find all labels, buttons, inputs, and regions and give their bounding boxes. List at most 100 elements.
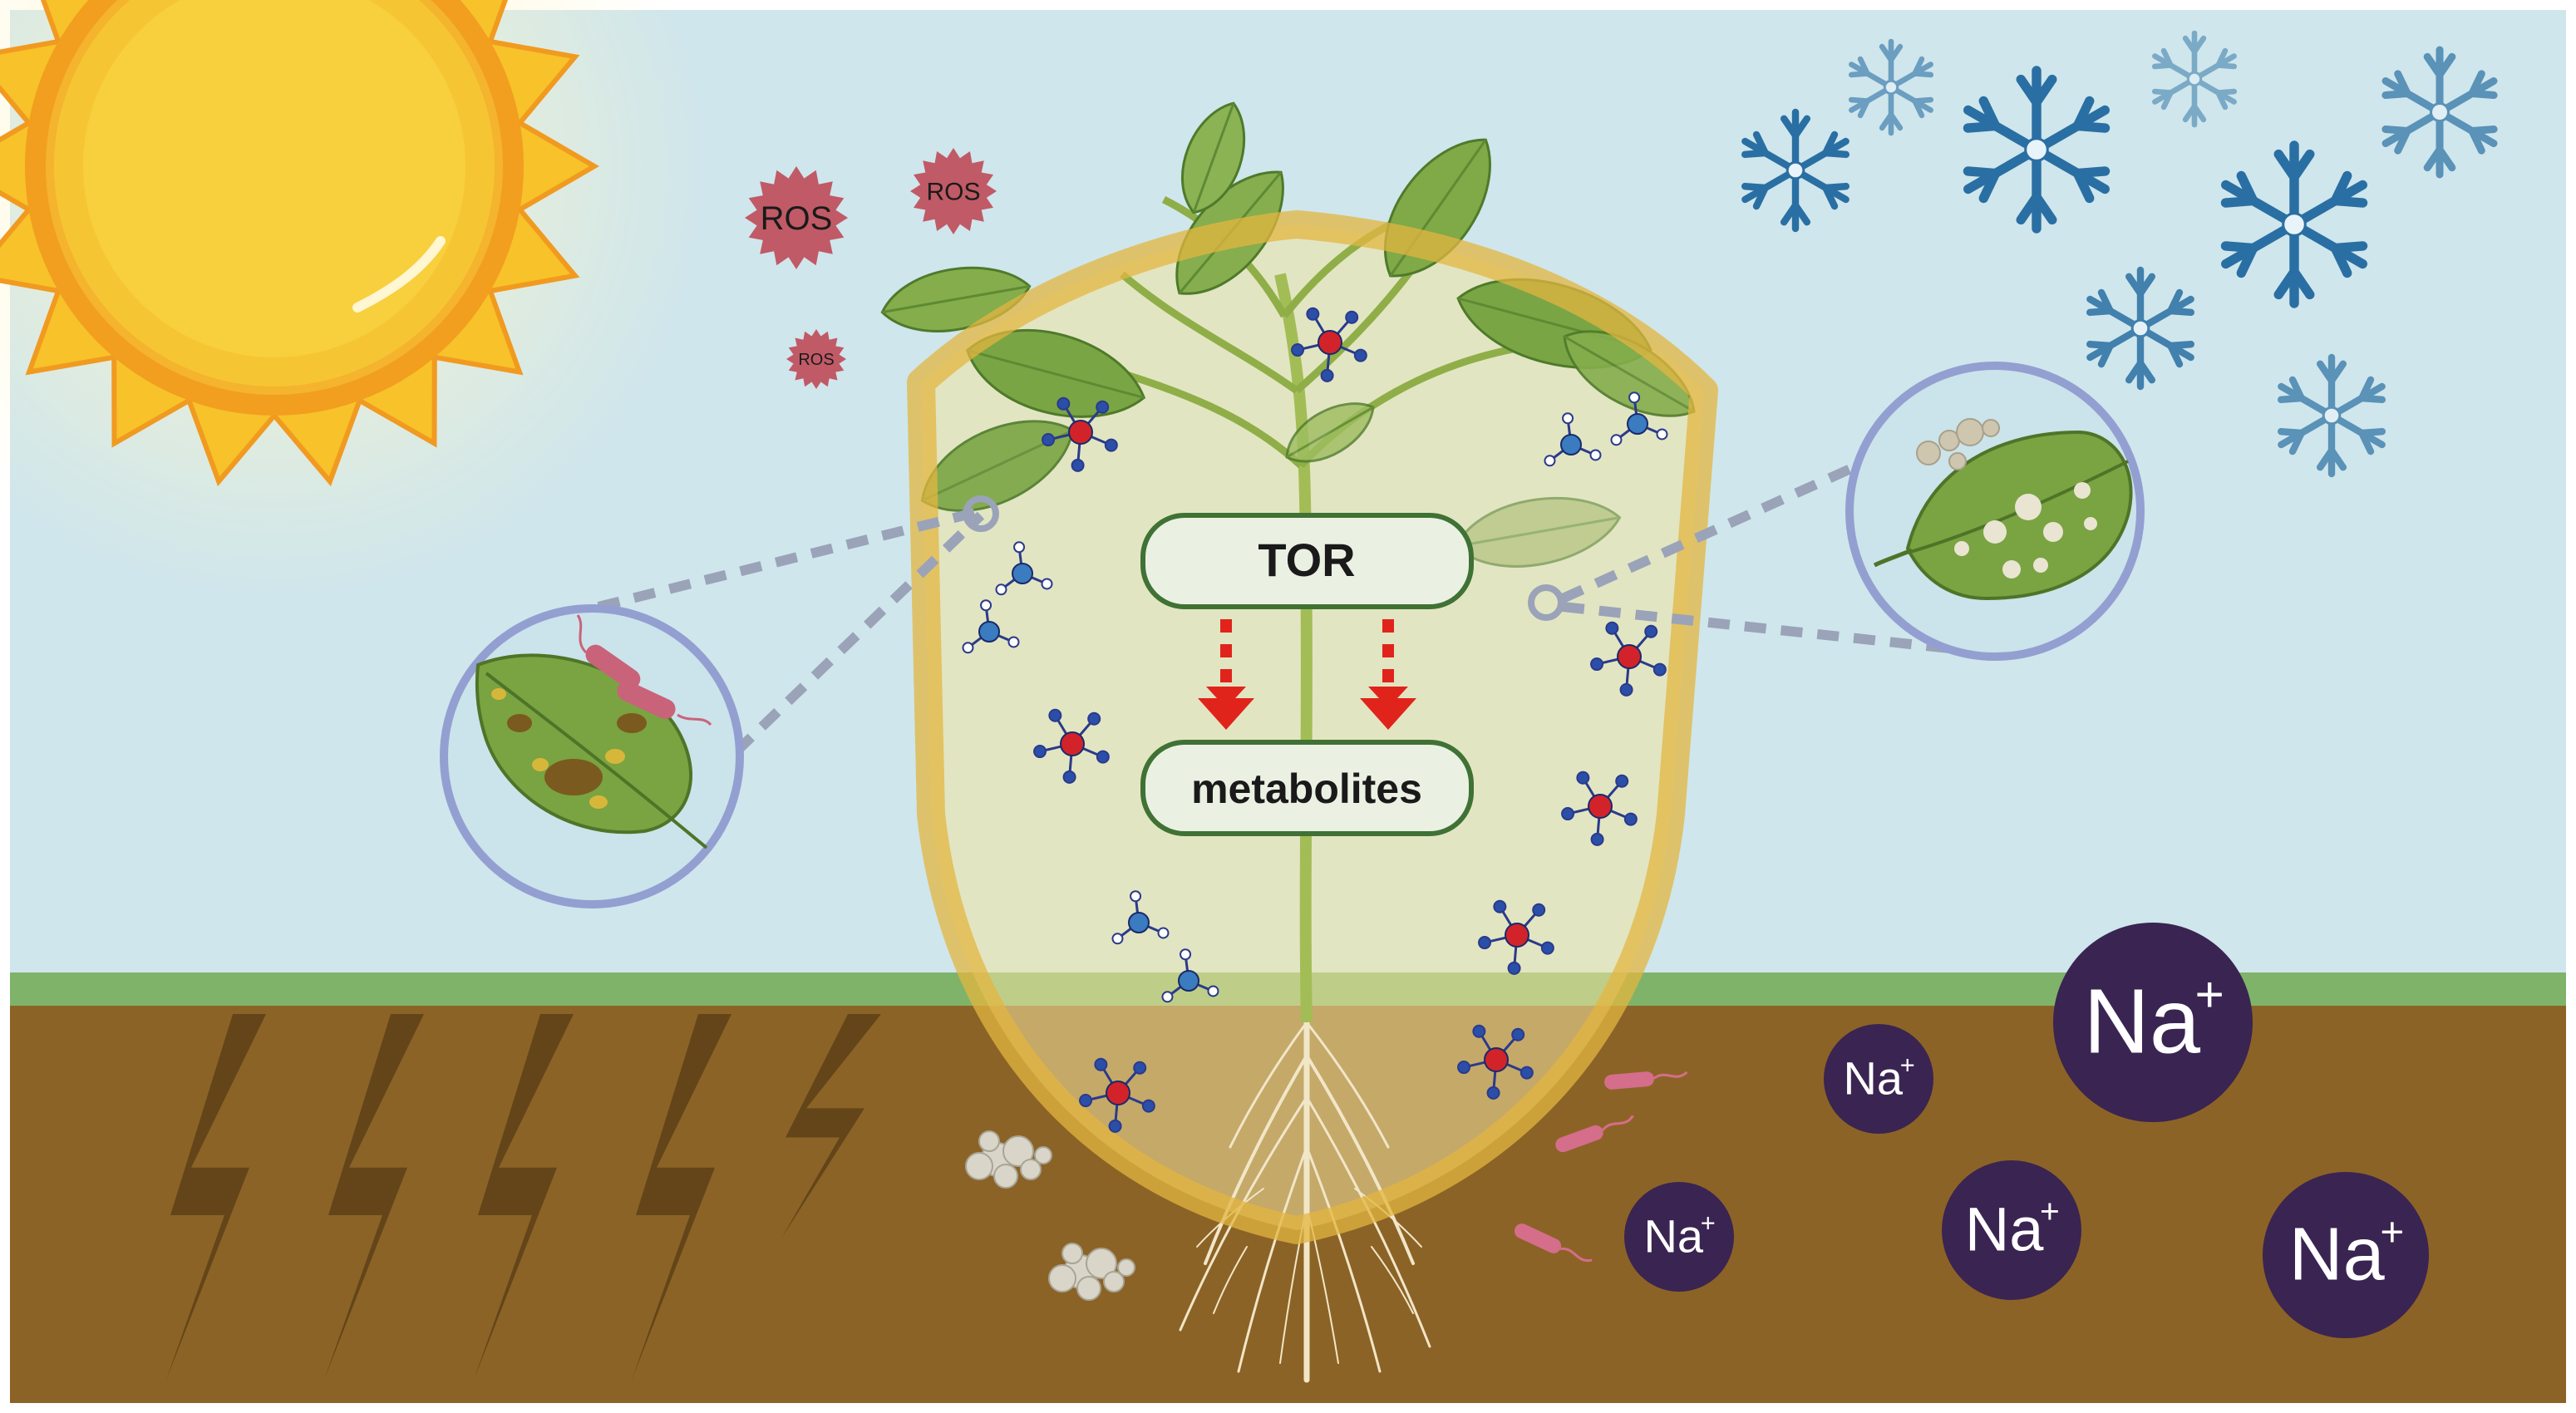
molecule-icon <box>995 541 1053 596</box>
root-strand <box>1213 1246 1248 1314</box>
sodium-ion-label: Na <box>2289 1214 2386 1297</box>
sun-highlight <box>352 236 446 313</box>
sodium-ion-disc <box>1942 1160 2081 1300</box>
molecule-icon <box>1561 771 1638 846</box>
sodium-ion-charge: + <box>2380 1209 2404 1255</box>
ros-label: ROS <box>926 179 980 206</box>
connector-right-upper <box>1560 460 1860 603</box>
bacterium-icon <box>1514 1223 1593 1263</box>
lightning-group <box>166 1014 881 1380</box>
sodium-ion-icon: Na+ <box>1824 1024 1933 1134</box>
tor-label: TOR <box>1258 534 1355 586</box>
ros-burst-shape <box>786 329 846 389</box>
sodium-ion-disc <box>2053 923 2253 1122</box>
molecule-icon <box>962 599 1020 654</box>
root-strand <box>1305 1054 1415 1265</box>
molecule-icon <box>1478 899 1554 975</box>
root-strand <box>1354 1188 1422 1248</box>
zoom-connectors <box>597 460 1950 756</box>
lightning-bolt-icon <box>474 1014 574 1380</box>
sodium-ion-charge: + <box>1701 1208 1716 1237</box>
lightning-bolt-icon <box>632 1014 731 1380</box>
shield-fill <box>921 224 1704 1230</box>
sodium-ion-disc <box>1824 1024 1933 1134</box>
plant-leaf <box>966 329 1146 418</box>
sodium-ion-charge: + <box>1900 1050 1915 1079</box>
soil-bacteria <box>1514 1071 1688 1263</box>
connector-anchor-right <box>1528 584 1564 621</box>
sodium-ion-label: Na <box>1843 1051 1903 1104</box>
snowflake-icon <box>2151 30 2238 128</box>
diseased-leaf-bacterial-icon <box>440 604 744 908</box>
ros-burst-shape <box>745 166 848 269</box>
molecule-group <box>962 307 1668 1133</box>
snowflake-icon <box>1848 38 1934 136</box>
root-strand <box>1237 1145 1308 1373</box>
soil-fungi <box>965 1130 1135 1301</box>
sun-icon <box>0 0 599 487</box>
molecule-icon <box>1161 948 1219 1003</box>
sodium-ion-disc <box>2263 1172 2429 1338</box>
arrow-head <box>1360 698 1416 730</box>
sodium-ion-icon: Na+ <box>2263 1172 2429 1338</box>
shield-outline <box>907 210 1718 1244</box>
plant-branch <box>1120 271 1299 394</box>
snowflake-icon <box>1741 108 1850 233</box>
fungal-colony-icon <box>1048 1243 1135 1301</box>
arrow-head-inner <box>1368 687 1408 708</box>
root-strand <box>1204 1054 1308 1265</box>
arrow-head-inner <box>1206 687 1246 708</box>
connector-left-lower <box>731 511 985 756</box>
plant-leaf <box>1180 101 1246 214</box>
ros-label: ROS <box>798 351 834 369</box>
plant-leaf <box>1454 496 1622 568</box>
molecule-icon <box>1042 396 1118 472</box>
ros-burst-icon: ROS <box>745 166 848 269</box>
root-strand <box>1305 1021 1390 1149</box>
molecule-icon <box>1111 890 1170 945</box>
sodium-ion-charge: + <box>2040 1192 2060 1230</box>
arrow-left <box>1198 619 1254 730</box>
sodium-ion-label: Na <box>2083 970 2200 1072</box>
connector-left-upper <box>597 506 983 612</box>
tomato-plant-icon <box>880 101 1696 1023</box>
sodium-ion-label: Na <box>1965 1194 2044 1263</box>
lightning-bolt-icon <box>781 1014 881 1238</box>
lightning-bolt-icon <box>166 1014 266 1380</box>
arrow-head <box>1198 698 1254 730</box>
sodium-ion-icon: Na+ <box>1624 1182 1734 1292</box>
sodium-ion-disc <box>1624 1182 1734 1292</box>
ros-burst-shape <box>910 148 997 234</box>
molecule-icon <box>1590 621 1667 697</box>
snowflake-icon <box>1963 66 2111 234</box>
molecule-icon <box>1544 412 1602 467</box>
arrow-right <box>1360 619 1416 730</box>
snowflake-group <box>1741 30 2498 478</box>
root-strand <box>1371 1246 1414 1314</box>
sodium-ion-icon: Na+ <box>1942 1160 2081 1300</box>
ros-label: ROS <box>761 200 833 237</box>
root-strand <box>1305 1145 1382 1373</box>
sodium-ion-label: Na <box>1643 1209 1703 1262</box>
snowflake-icon <box>2277 353 2386 478</box>
molecule-icon <box>1079 1057 1155 1133</box>
tor-box <box>1140 513 1474 609</box>
sodium-ion-group: Na+Na+Na+Na+Na+ <box>1624 923 2429 1338</box>
molecule-icon <box>1033 708 1110 784</box>
metabolites-box <box>1140 740 1474 836</box>
molecule-icon <box>1291 307 1367 382</box>
connector-right-lower <box>1562 602 1950 653</box>
molecule-icon <box>1610 391 1668 446</box>
metabolites-label: metabolites <box>1191 766 1422 812</box>
plant-leaf <box>1285 402 1375 463</box>
bacterium-icon <box>1604 1071 1688 1090</box>
bacterium-icon <box>1555 1115 1634 1153</box>
sodium-ion-icon: Na+ <box>2053 923 2253 1122</box>
sodium-ion-charge: + <box>2195 966 2224 1022</box>
ros-burst-icon: ROS <box>786 329 846 389</box>
fungal-colony-icon <box>965 1130 1052 1189</box>
diseased-leaf-fungal-icon <box>1845 362 2145 661</box>
connector-anchor-left <box>963 495 999 532</box>
ros-burst-icon: ROS <box>910 148 997 234</box>
